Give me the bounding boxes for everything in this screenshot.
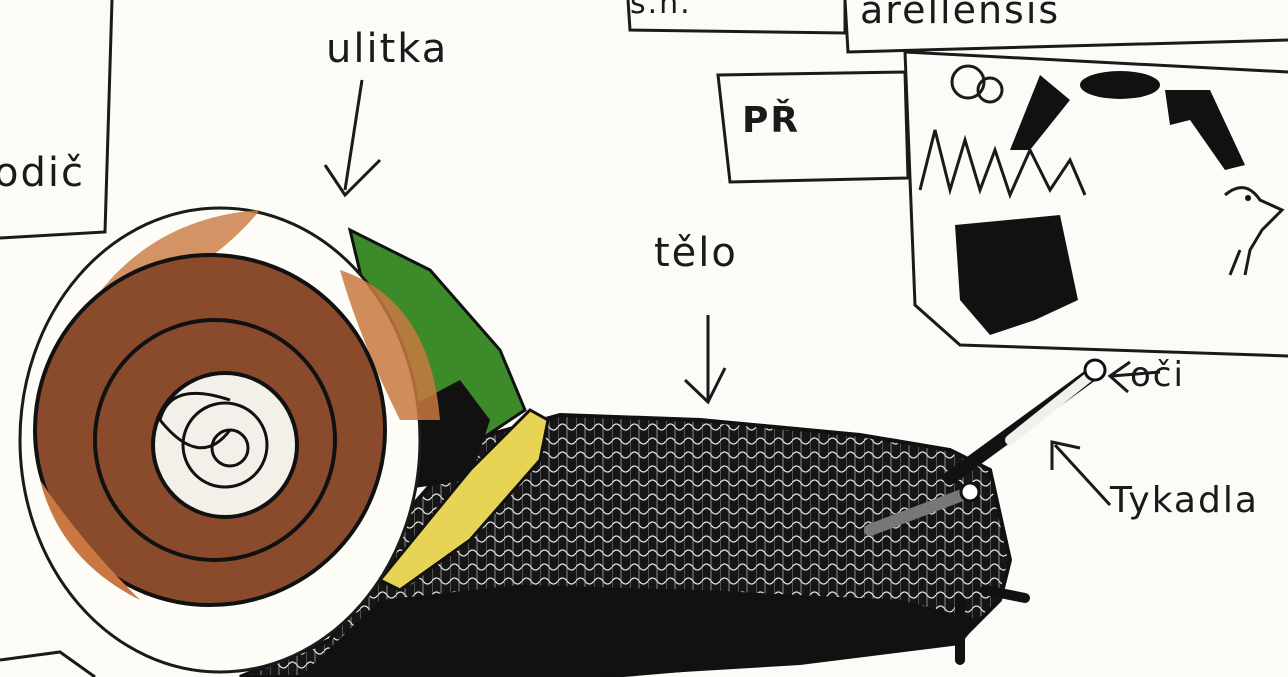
label-abbrev: s.n. <box>630 0 692 21</box>
arrow-body <box>685 315 725 402</box>
left-bottom-box <box>0 652 95 677</box>
scene-doodles <box>920 66 1282 335</box>
label-body: tělo <box>654 230 738 276</box>
label-stamp: PŘ <box>742 100 800 141</box>
eye-right <box>1085 360 1105 380</box>
arrow-shell <box>325 80 380 195</box>
label-latin: arellensis <box>860 0 1060 32</box>
arrow-tentacles <box>1052 442 1110 505</box>
label-left: odič <box>0 150 85 196</box>
eye-left <box>961 483 979 501</box>
label-eyes: oči <box>1130 355 1185 395</box>
left-box <box>0 0 112 238</box>
label-tentacles: Tykadla <box>1110 480 1259 521</box>
label-shell: ulitka <box>326 26 448 72</box>
